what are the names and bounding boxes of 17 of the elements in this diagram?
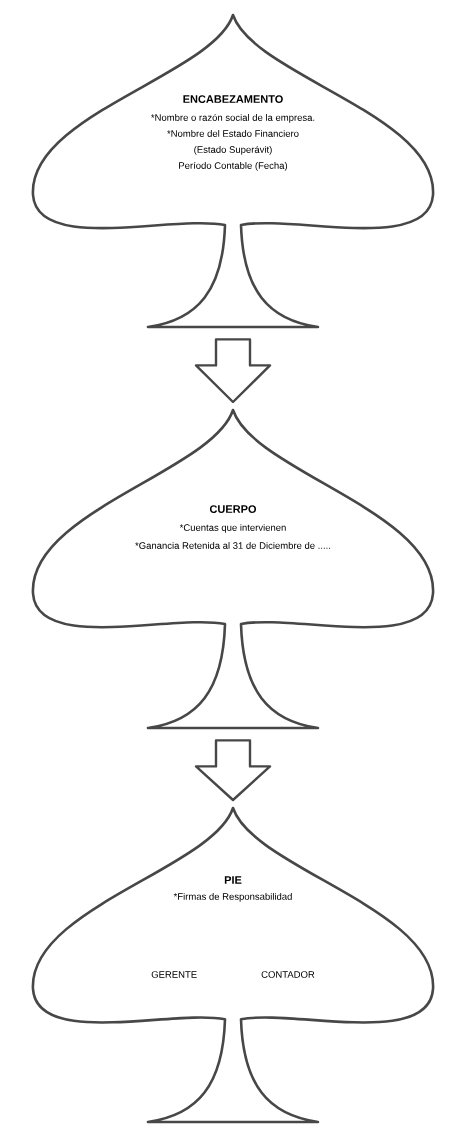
node-text: *Ganancia Retenida al 31 de Diciembre de ..... bbox=[135, 542, 331, 549]
node-text: *Nombre del Estado Financiero bbox=[167, 130, 299, 137]
node-text: CUERPO bbox=[209, 505, 257, 513]
node-text: *Cuentas que intervienen bbox=[179, 524, 286, 533]
node-text: *Firmas de Responsabilidad bbox=[173, 892, 292, 902]
node-text: *Nombre o razón social de la empresa. bbox=[151, 113, 315, 123]
node-text: PIE bbox=[224, 876, 242, 884]
node-text: (Estado Superávit) bbox=[194, 145, 272, 155]
node-text: Período Contable (Fecha) bbox=[179, 161, 288, 171]
block-arrow bbox=[194, 338, 272, 404]
spade-shape bbox=[31, 408, 435, 730]
spade-shape bbox=[31, 806, 435, 1124]
node-text: CONTADOR bbox=[261, 971, 315, 978]
node-text: GERENTE bbox=[151, 971, 197, 978]
spade-shape bbox=[31, 13, 435, 329]
block-arrow bbox=[194, 739, 272, 802]
node-text: ENCABEZAMENTO bbox=[183, 95, 283, 103]
